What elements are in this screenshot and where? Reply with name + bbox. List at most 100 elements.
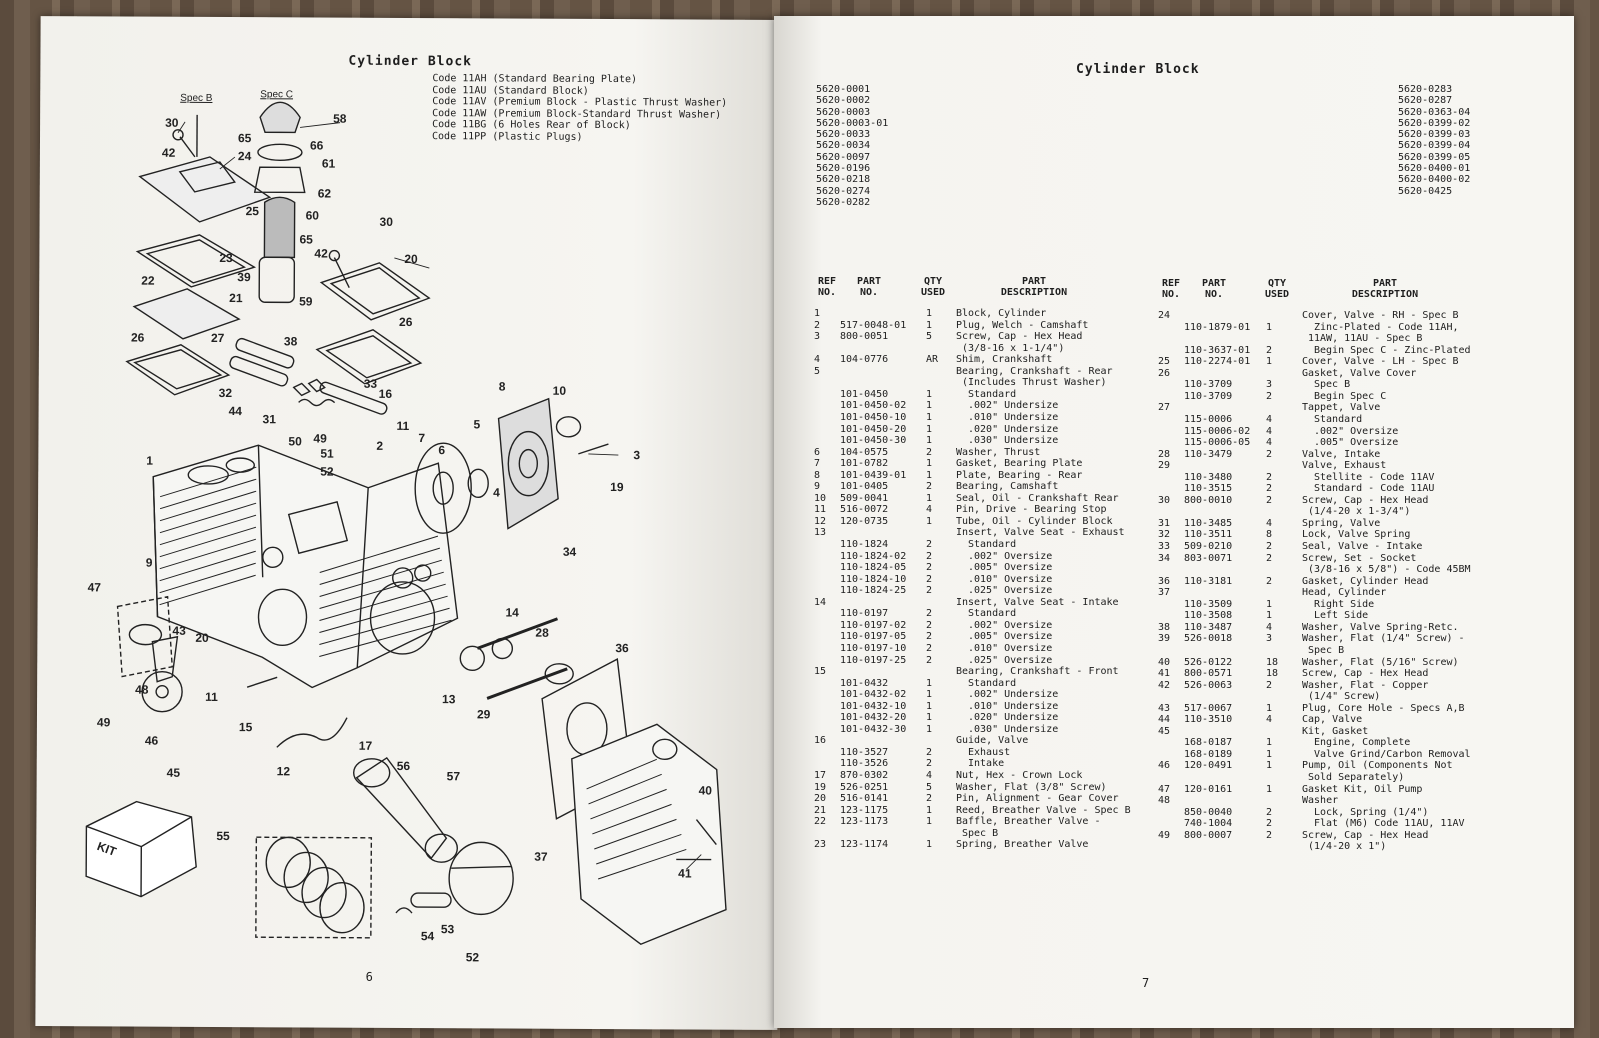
ref-no: 42 (1158, 679, 1171, 691)
part-no: 101-0432 (840, 677, 889, 689)
part-no: 115-0006 (1184, 413, 1233, 425)
ref-no: 33 (1158, 541, 1171, 552)
part-no: 517-0048-01 (840, 319, 907, 331)
callout-19: 19 (610, 480, 624, 494)
qty-used: 2 (1266, 806, 1273, 818)
callout-30b: 30 (380, 215, 394, 229)
ref-no: 2 (814, 319, 821, 331)
callout-4: 4 (493, 485, 500, 499)
part-description: Cap, Valve (1302, 714, 1363, 726)
part-no: 110-0197 (840, 608, 889, 620)
part-no: 110-0197-25 (840, 654, 907, 666)
qty-used: 2 (1266, 541, 1273, 552)
part-description: Washer (1302, 795, 1339, 807)
callout-57: 55 (216, 829, 230, 843)
qty-used: 3 (1266, 633, 1273, 645)
part-description: Stellite - Code 11AV (1314, 471, 1435, 483)
part-description: Standard (968, 677, 1017, 689)
qty-used: 1 (926, 435, 933, 447)
callout-9: 9 (146, 556, 153, 570)
part-description: .030" Undersize (968, 723, 1059, 735)
qty-used: 2 (926, 573, 933, 585)
part-description: .005" Oversize (1314, 437, 1399, 449)
qty-used: 1 (926, 400, 933, 412)
callout-65b: 65 (299, 232, 313, 246)
ref-no: 4 (814, 354, 821, 366)
qty-used: 2 (926, 642, 933, 654)
qty-used: 2 (926, 631, 933, 643)
callout-29: 29 (477, 707, 491, 721)
part-description: Insert, Valve Seat - Exhaust (956, 527, 1125, 539)
qty-used: 2 (1266, 829, 1273, 841)
part-description: .002" Undersize (968, 400, 1059, 412)
callout-14: 14 (505, 606, 519, 620)
part-no: 110-3709 (1184, 379, 1233, 391)
applicable-part-number: 5620-0287 (1398, 95, 1453, 107)
part-no: 101-0432-30 (840, 723, 907, 735)
part-description: Gasket, Valve Cover (1302, 367, 1417, 379)
qty-used: 4 (1266, 413, 1273, 425)
part-no: 110-0197-10 (840, 642, 907, 654)
qty-used: 2 (926, 550, 933, 562)
qty-used: 2 (926, 481, 933, 493)
callout-5: 5 (473, 417, 480, 431)
part-description: Standard (968, 608, 1017, 620)
part-description: .002" Oversize (968, 619, 1053, 631)
ref-no: 5 (814, 365, 821, 377)
part-description: .005" Oversize (968, 631, 1053, 643)
part-no: 104-0776 (840, 354, 889, 366)
part-no: 110-1824-05 (840, 562, 907, 574)
qty-used: 1 (926, 689, 933, 701)
right-page-number: 7 (1142, 976, 1150, 990)
qty-used: 3 (1266, 379, 1273, 391)
part-description: Plug, Core Hole - Specs A,B (1302, 702, 1465, 714)
callout-37: 37 (534, 850, 548, 864)
callout-60: 58 (333, 112, 347, 126)
part-no: 110-3515 (1184, 483, 1233, 495)
left-page: Cylinder Block Code 11AH (Standard Beari… (35, 16, 783, 1030)
part-description: Lock, Spring (1/4") (1314, 806, 1429, 818)
part-no: 110-1824 (840, 539, 889, 550)
qty-used: 2 (1266, 483, 1273, 495)
qty-used: 2 (926, 746, 933, 758)
part-description: .010" Undersize (968, 411, 1059, 423)
callout-labels: 30 42 24 25 23 39 21 22 26 58 65 66 61 6… (88, 89, 713, 964)
ref-no: 24 (1158, 310, 1171, 321)
part-description: Tube, Oil - Cylinder Block (956, 515, 1113, 527)
part-description: Valve, Intake (1302, 448, 1381, 460)
ref-no: 17 (814, 770, 827, 781)
part-description: Right Side (1314, 598, 1375, 610)
applicable-part-number: 5620-0003 (816, 106, 871, 118)
part-description: Engine, Complete (1314, 737, 1411, 749)
callout-11: 11 (396, 419, 409, 433)
part-description: Seal, Oil - Crankshaft Rear (956, 492, 1119, 504)
part-no: 101-0432-10 (840, 700, 907, 712)
part-no: 101-0450-30 (840, 435, 907, 447)
part-description: Plate, Bearing - Rear (956, 469, 1083, 481)
part-no: 110-1879-01 (1184, 321, 1251, 333)
qty-used: 1 (1266, 783, 1273, 795)
qty-used: 1 (926, 839, 933, 851)
ref-no: 48 (1158, 795, 1171, 807)
part-no: 516-0072 (840, 504, 889, 516)
applicable-part-number: 5620-0097 (816, 151, 871, 163)
ref-no: 20 (814, 793, 827, 805)
part-no: 110-3480 (1184, 471, 1233, 483)
qty-used: 4 (1266, 517, 1273, 529)
exploded-diagram: 30 42 24 25 23 39 21 22 26 58 65 66 61 6… (85, 89, 727, 964)
part-description: (1/4" Screw) (1308, 691, 1381, 703)
part-description: Spec B (962, 827, 999, 839)
callout-31: 31 (263, 412, 277, 426)
qty-used: 1 (1266, 321, 1273, 333)
part-description: Gasket, Bearing Plate (956, 458, 1083, 470)
part-no: 800-0571 (1184, 668, 1233, 680)
ref-no: 21 (814, 804, 827, 816)
callout-3: 3 (633, 448, 640, 462)
applicable-part-number: 5620-0218 (816, 174, 871, 186)
part-description: Kit, Gasket (1302, 725, 1369, 737)
qty-used: 1 (926, 388, 933, 400)
ref-no: 30 (1158, 494, 1171, 506)
part-description: Washer, Valve Spring-Retc. (1302, 621, 1459, 633)
